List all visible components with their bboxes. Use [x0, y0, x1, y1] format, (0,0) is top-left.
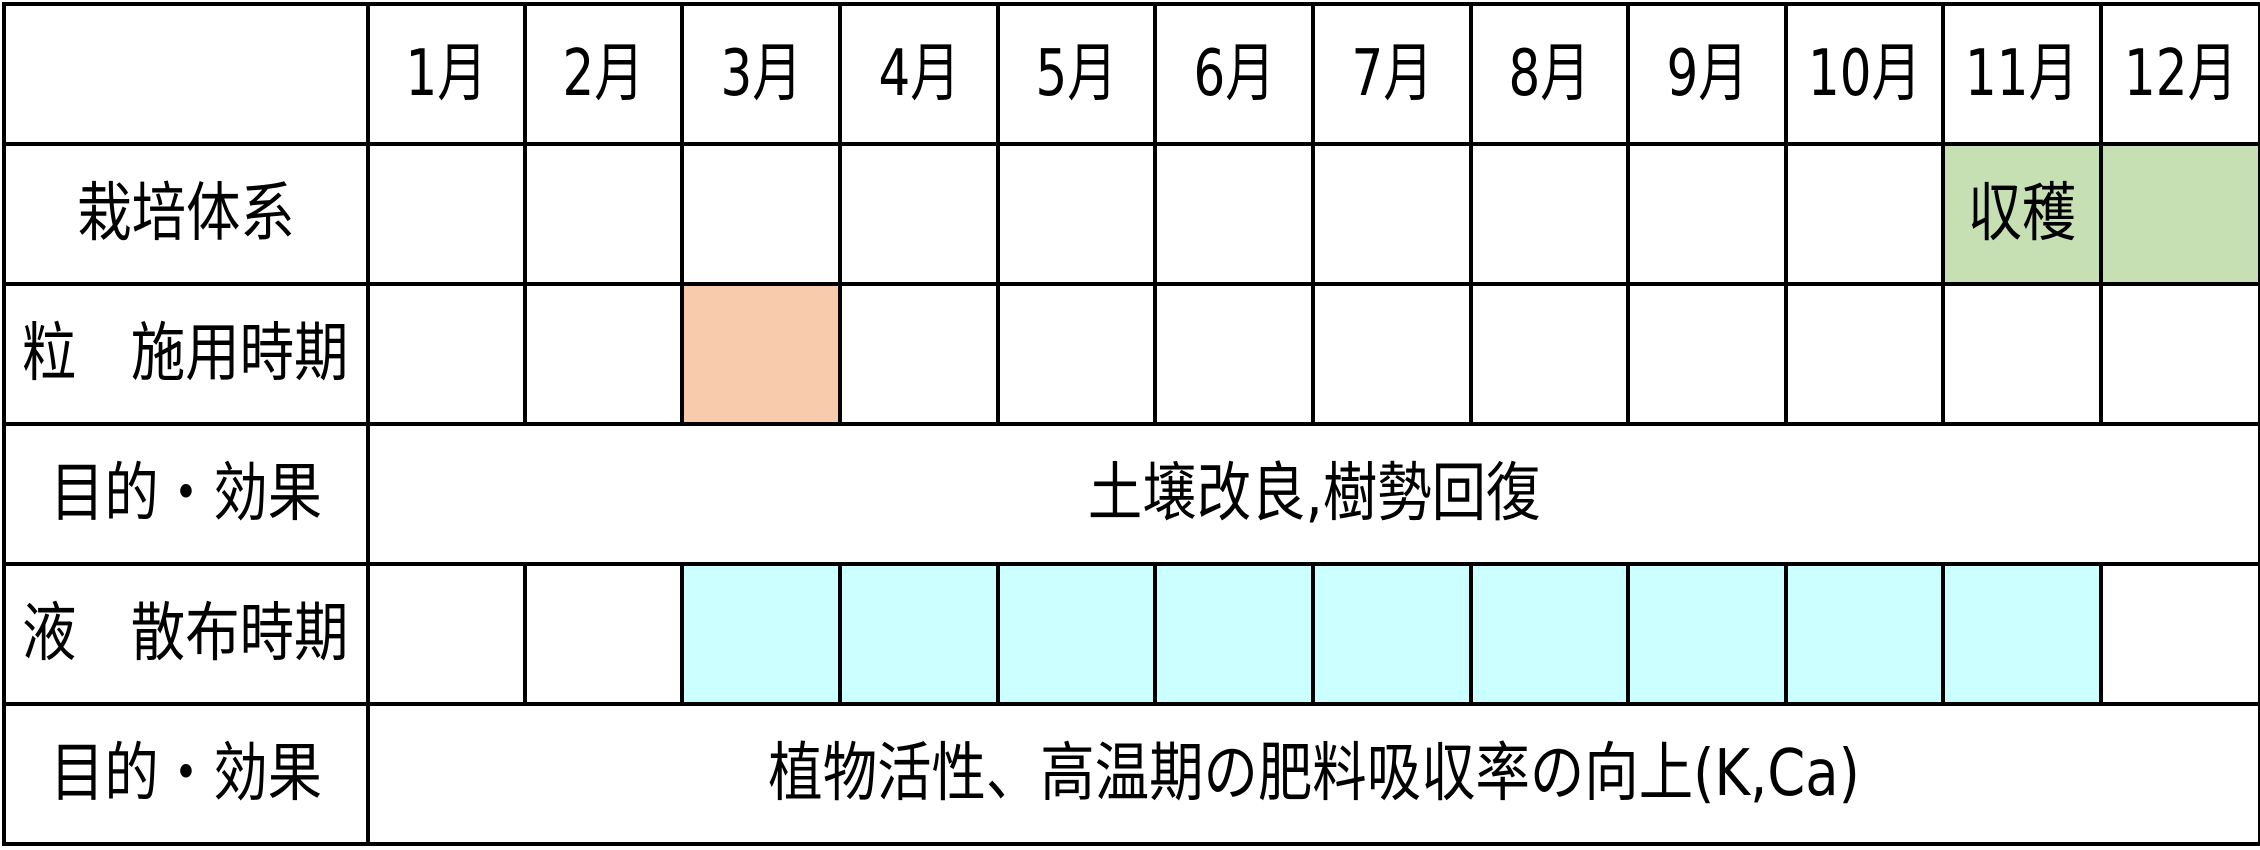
liquid-spray-cell — [1469, 562, 1630, 706]
cultivation-row: 栽培体系 収穫 — [2, 142, 2260, 286]
cultivation-label: 栽培体系 — [2, 142, 370, 286]
month-header: 12月 — [2099, 2, 2260, 146]
month-header: 3月 — [680, 2, 842, 146]
cell — [996, 282, 1157, 426]
liquid-spray-cell — [1784, 562, 1945, 706]
header-row: 1月 2月 3月 4月 5月 6月 7月 8月 9月 10月 11月 12月 — [2, 2, 2260, 146]
cell — [838, 282, 1000, 426]
month-header: 2月 — [523, 2, 684, 146]
cell — [680, 142, 842, 286]
harvest-cell — [2099, 142, 2260, 286]
month-header: 11月 — [1941, 2, 2103, 146]
granular-application-cell — [680, 282, 842, 426]
purpose-row-2: 目的・効果 植物活性、高温期の肥料吸収率の向上(K,Ca) — [2, 702, 2260, 846]
liquid-spray-cell — [996, 562, 1157, 706]
liquid-label: 液 散布時期 — [2, 562, 370, 706]
month-header: 8月 — [1469, 2, 1630, 146]
purpose-text: 植物活性、高温期の肥料吸収率の向上(K,Ca) — [366, 702, 2260, 846]
month-header: 4月 — [838, 2, 1000, 146]
cell — [1626, 282, 1788, 426]
cell — [838, 142, 1000, 286]
month-header: 7月 — [1311, 2, 1473, 146]
liquid-spray-cell — [1153, 562, 1315, 706]
cell — [2099, 282, 2260, 426]
cell — [366, 562, 527, 706]
month-header: 6月 — [1153, 2, 1315, 146]
cell — [523, 282, 684, 426]
liquid-spray-cell — [838, 562, 1000, 706]
cell — [366, 282, 527, 426]
cell — [1626, 142, 1788, 286]
granular-row: 粒 施用時期 — [2, 282, 2260, 426]
corner-cell — [2, 2, 370, 146]
cell — [1153, 282, 1315, 426]
cell — [1784, 282, 1945, 426]
cell — [1469, 282, 1630, 426]
cell — [1311, 282, 1473, 426]
liquid-spray-cell — [680, 562, 842, 706]
cell — [1311, 142, 1473, 286]
cell — [996, 142, 1157, 286]
cell — [2099, 562, 2260, 706]
cell — [366, 142, 527, 286]
liquid-spray-cell — [1311, 562, 1473, 706]
cell — [1784, 142, 1945, 286]
month-header: 1月 — [366, 2, 527, 146]
month-header: 5月 — [996, 2, 1157, 146]
month-header: 9月 — [1626, 2, 1788, 146]
cell — [523, 142, 684, 286]
liquid-spray-cell — [1941, 562, 2103, 706]
month-header: 10月 — [1784, 2, 1945, 146]
cell — [1941, 282, 2103, 426]
purpose-label: 目的・効果 — [2, 422, 370, 566]
liquid-spray-cell — [1626, 562, 1788, 706]
cell — [1469, 142, 1630, 286]
cell — [1153, 142, 1315, 286]
cell — [523, 562, 684, 706]
harvest-cell: 収穫 — [1941, 142, 2103, 286]
liquid-row: 液 散布時期 — [2, 562, 2260, 706]
purpose-row-1: 目的・効果 土壌改良,樹勢回復 — [2, 422, 2260, 566]
granular-label: 粒 施用時期 — [2, 282, 370, 426]
purpose-text: 土壌改良,樹勢回復 — [366, 422, 2260, 566]
purpose-label: 目的・効果 — [2, 702, 370, 846]
